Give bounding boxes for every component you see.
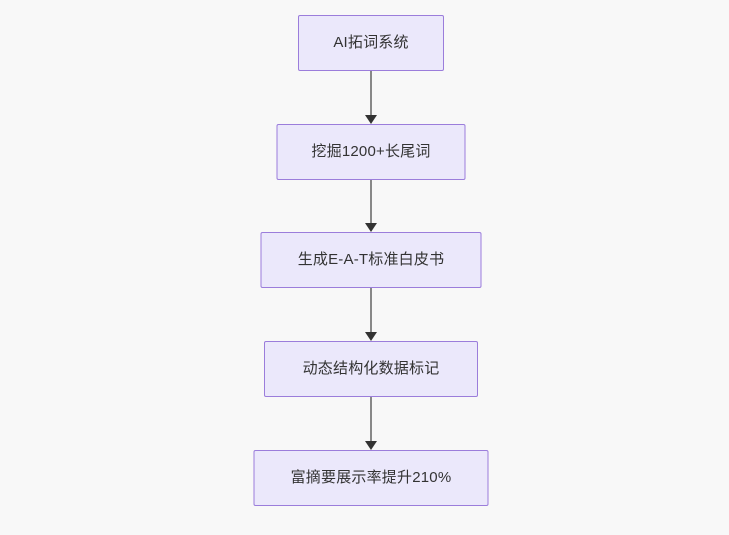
flow-node-label: AI拓词系统 <box>333 34 409 51</box>
arrow-down-icon <box>365 223 377 232</box>
flow-node-label: 挖掘1200+长尾词 <box>311 143 431 160</box>
flow-edge-4 <box>363 397 379 450</box>
arrow-down-icon <box>365 332 377 341</box>
flow-node-label: 动态结构化数据标记 <box>302 360 440 377</box>
edge-line-icon <box>370 397 372 442</box>
flow-node-label: 生成E-A-T标准白皮书 <box>297 251 445 268</box>
flow-edge-2 <box>363 180 379 232</box>
arrow-down-icon <box>365 115 377 124</box>
flow-edge-1 <box>363 71 379 124</box>
flow-node-2[interactable]: 挖掘1200+长尾词 <box>276 124 466 180</box>
flow-node-1[interactable]: AI拓词系统 <box>298 15 444 71</box>
flow-node-label: 富摘要展示率提升210% <box>290 469 452 486</box>
edge-line-icon <box>370 71 372 116</box>
arrow-down-icon <box>365 441 377 450</box>
flow-node-3[interactable]: 生成E-A-T标准白皮书 <box>260 232 482 288</box>
flow-node-4[interactable]: 动态结构化数据标记 <box>264 341 478 397</box>
edge-line-icon <box>370 180 372 224</box>
edge-line-icon <box>370 288 372 333</box>
flow-node-5[interactable]: 富摘要展示率提升210% <box>253 450 489 506</box>
flow-edge-3 <box>363 288 379 341</box>
